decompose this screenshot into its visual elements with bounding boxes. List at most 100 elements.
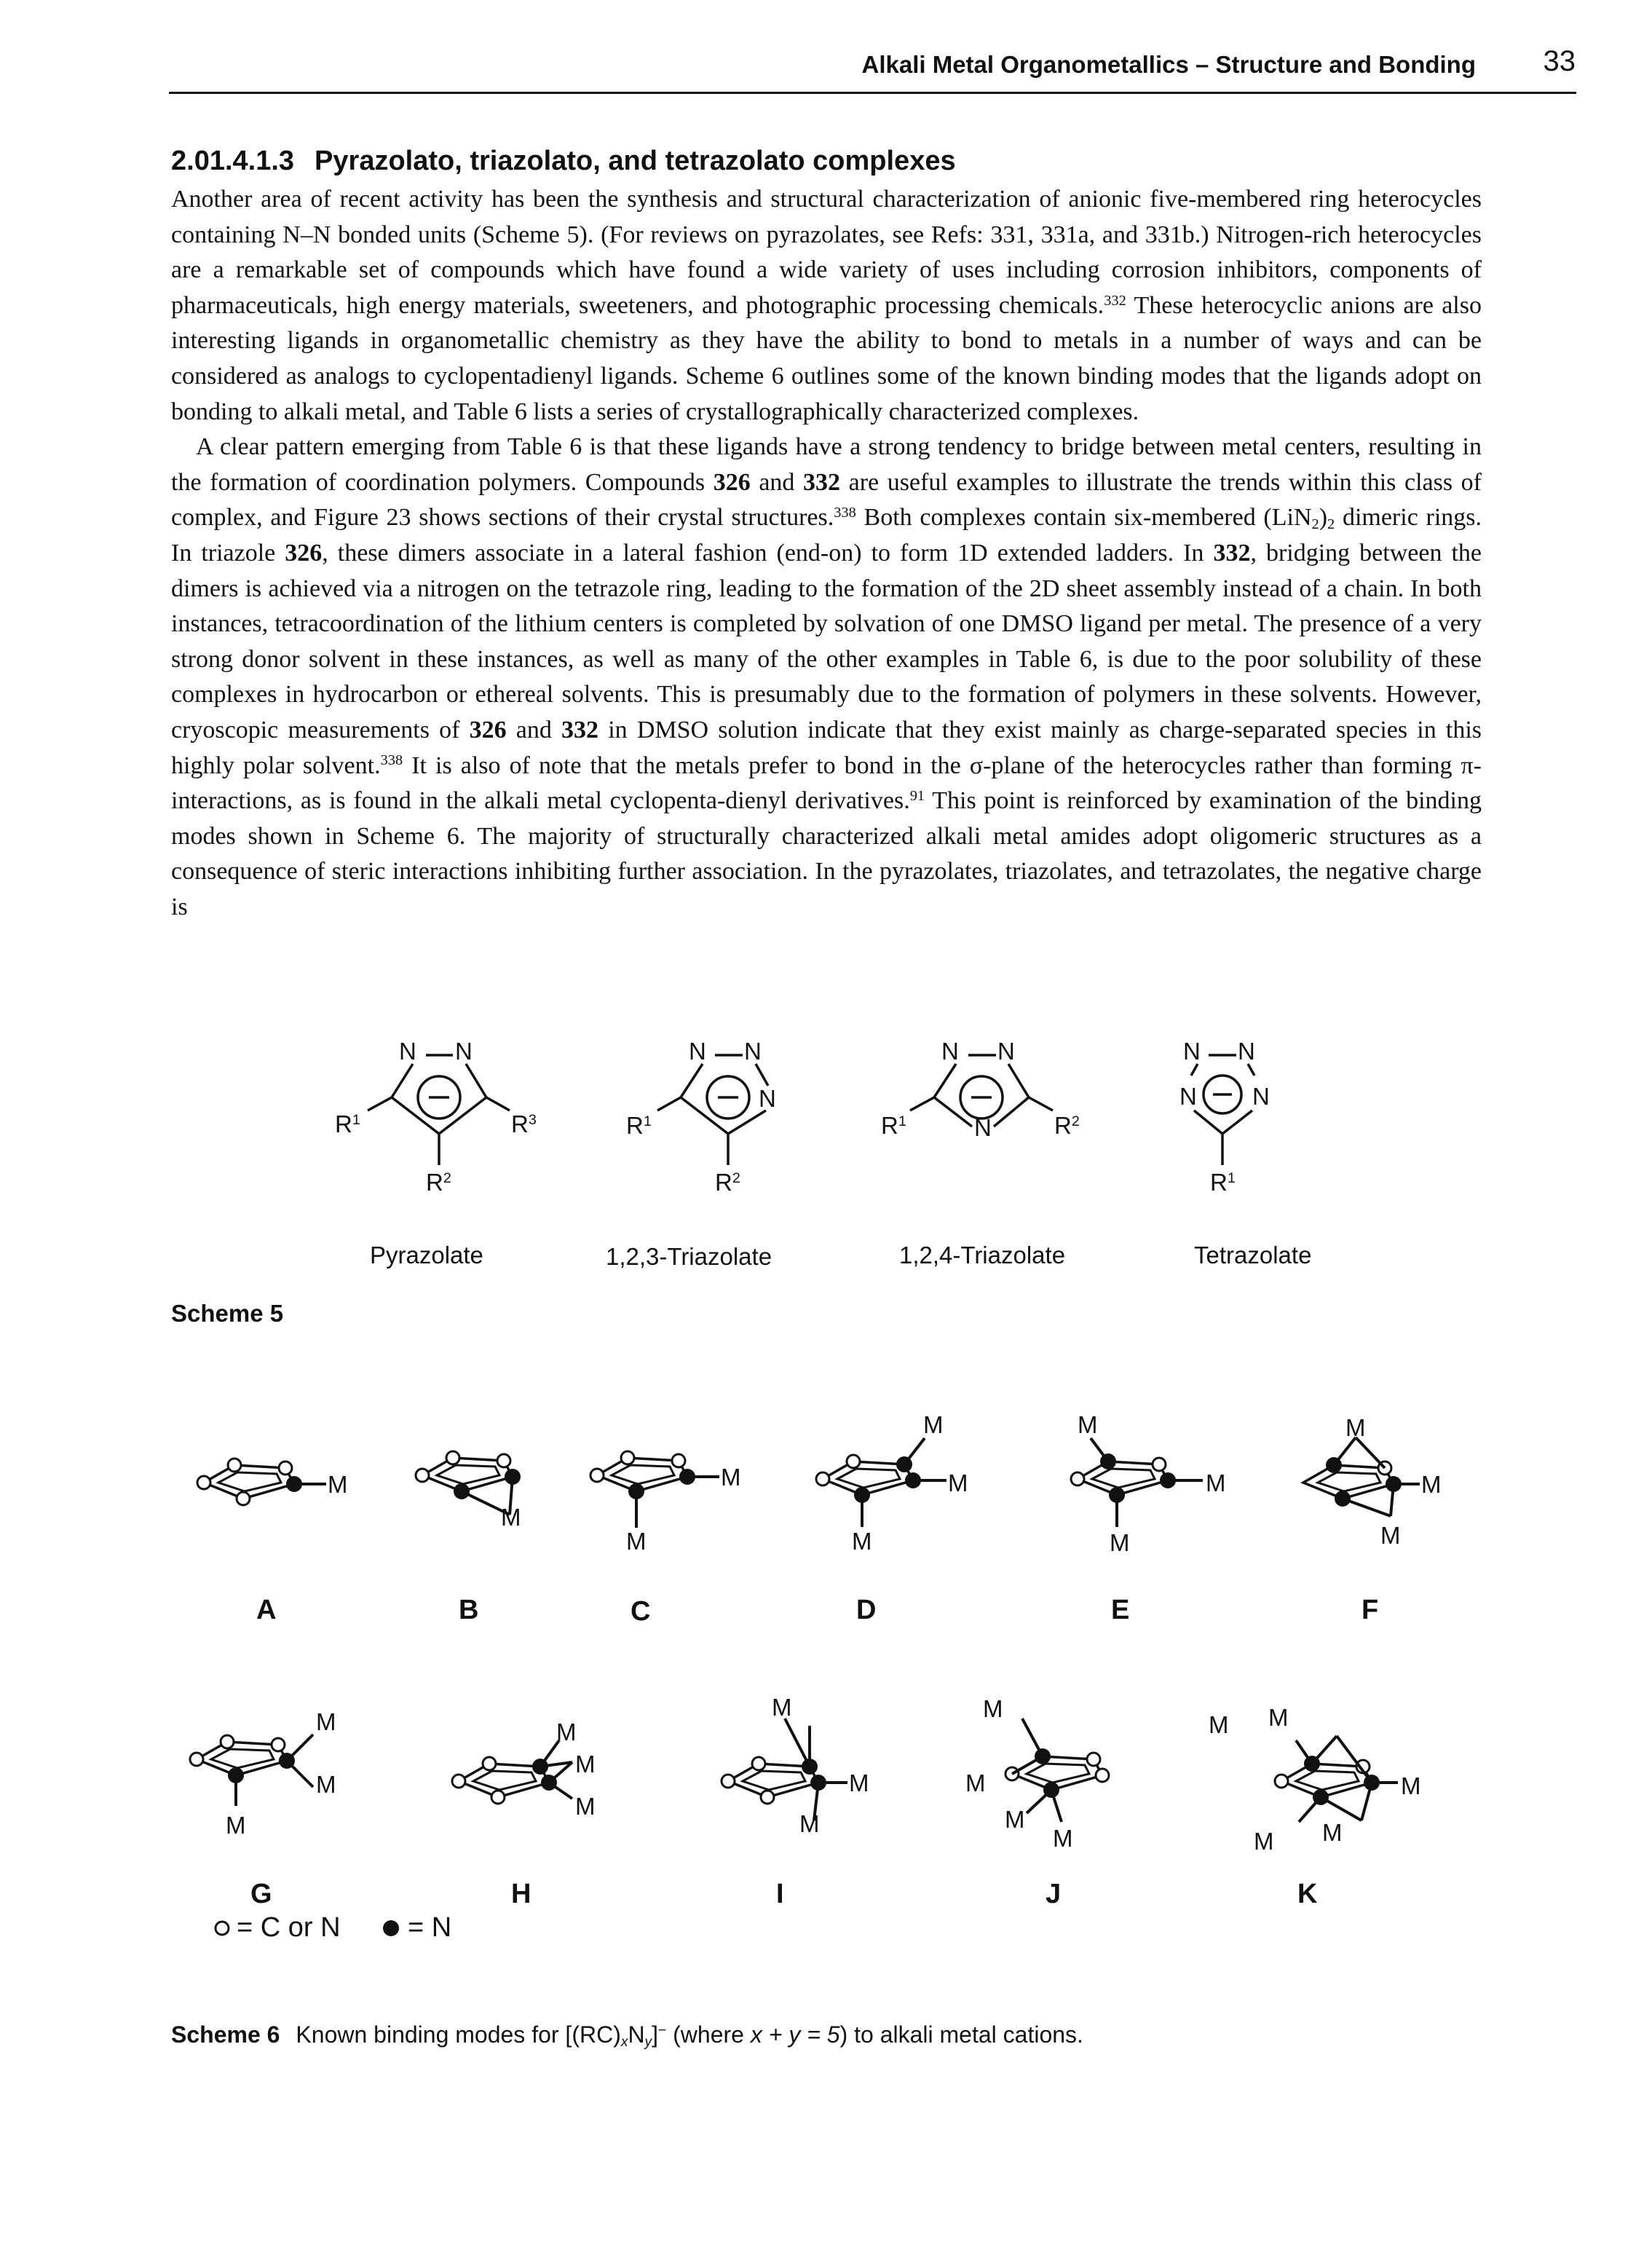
mode-label-k: K <box>1297 1879 1318 1909</box>
mode-j-structure <box>1004 1718 1110 1823</box>
mode-b-structure <box>414 1450 521 1516</box>
scheme-5-drawing <box>367 1054 1256 1165</box>
caption-text: Known binding modes for [(RC) <box>296 2021 621 2048</box>
metal-label: M <box>1078 1411 1098 1438</box>
compound-ref: 326 <box>285 539 323 567</box>
r-index: 1 <box>643 1113 652 1130</box>
metal-label: M <box>1053 1825 1073 1852</box>
mode-label-b: B <box>459 1595 479 1625</box>
r-index: 1 <box>352 1112 360 1129</box>
compound-ref: 332 <box>1213 539 1251 567</box>
compound-ref: 326 <box>469 716 507 743</box>
atom-label: N <box>997 1038 1015 1065</box>
r-index: 1 <box>898 1113 906 1130</box>
mode-label-c: C <box>631 1596 651 1627</box>
caption-text: (where <box>666 2021 751 2048</box>
subscript: 2 <box>1327 516 1335 533</box>
r-label: R <box>426 1169 443 1196</box>
mode-label-e: E <box>1111 1595 1130 1625</box>
metal-label: M <box>721 1464 741 1491</box>
header-rule <box>169 92 1576 94</box>
running-title: Alkali Metal Organometallics – Structure… <box>861 51 1477 78</box>
metal-label: M <box>1005 1806 1025 1833</box>
substituent-label: R2 <box>715 1169 740 1196</box>
scheme-6-drawing <box>189 1436 1420 1936</box>
mode-label-f: F <box>1361 1595 1379 1625</box>
compound-ref: 332 <box>561 716 599 743</box>
running-head: Alkali Metal Organometallics – Structure… <box>0 41 1652 99</box>
atom-label: N <box>759 1085 776 1112</box>
mode-f-structure <box>1302 1436 1420 1518</box>
substituent-label: R3 <box>511 1110 537 1138</box>
r-index: 2 <box>443 1170 451 1187</box>
pyrazolate-structure <box>367 1054 510 1165</box>
text-run: and <box>506 716 562 743</box>
structure-name: Pyrazolate <box>370 1242 483 1268</box>
text-run: These heterocyclic anions are also inter… <box>171 291 1482 425</box>
tetrazolate-structure <box>1190 1054 1256 1165</box>
metal-label: M <box>849 1769 869 1796</box>
metal-label: M <box>575 1793 596 1820</box>
text-run: A clear pattern emerging from Table 6 is… <box>171 433 1482 496</box>
caption-superscript: − <box>658 2023 667 2039</box>
mode-g-structure <box>189 1733 315 1806</box>
text-run: ) <box>1319 504 1328 532</box>
mode-label-g: G <box>250 1879 272 1909</box>
mode-d-structure <box>815 1437 946 1527</box>
mode-label-d: D <box>856 1595 877 1625</box>
atom-label: N <box>455 1038 473 1065</box>
metal-label: M <box>1401 1772 1421 1799</box>
mode-label-a: A <box>256 1595 277 1625</box>
atom-label: N <box>1179 1083 1197 1110</box>
r-label: R <box>1054 1112 1072 1139</box>
substituent-label: R1 <box>1210 1169 1236 1196</box>
atom-label: N <box>1238 1038 1255 1065</box>
mode-label-j: J <box>1046 1879 1062 1909</box>
substituent-label: R1 <box>626 1112 652 1140</box>
citation: 338 <box>834 505 856 521</box>
metal-label: M <box>316 1708 336 1735</box>
r-index: 2 <box>1071 1113 1080 1130</box>
metal-label: M <box>1209 1711 1229 1738</box>
mode-e-structure <box>1070 1437 1203 1527</box>
caption-subscript: y <box>644 2034 652 2050</box>
mode-label-i: I <box>776 1879 784 1909</box>
metal-label: M <box>1380 1522 1401 1549</box>
r-label: R <box>511 1110 529 1137</box>
substituent-label: R1 <box>335 1110 360 1138</box>
atom-label: N <box>689 1038 706 1065</box>
mode-k-structure <box>1273 1735 1398 1823</box>
substituent-label: R2 <box>1054 1112 1080 1140</box>
body-text: Another area of recent activity has been… <box>171 182 1482 925</box>
triazolate-123-structure <box>657 1054 770 1165</box>
text-run: , these dimers associate in a lateral fa… <box>322 539 1214 567</box>
metal-label: M <box>556 1719 577 1745</box>
metal-label: M <box>626 1528 647 1555</box>
metal-label: M <box>328 1471 348 1498</box>
metal-label: M <box>1206 1469 1226 1496</box>
filled-circle-symbol <box>383 1920 399 1936</box>
metal-label: M <box>1110 1529 1130 1556</box>
metal-label: M <box>575 1751 596 1777</box>
atom-label: N <box>1183 1038 1201 1065</box>
text-run: It is also of note that the metals prefe… <box>171 751 1482 815</box>
r-label: R <box>626 1112 644 1139</box>
legend-open-text: = C or N <box>237 1912 341 1943</box>
scheme-6: M M M M M M M M M M M M M A B C D E F M … <box>0 1384 1652 2003</box>
metal-label: M <box>965 1769 986 1796</box>
substituent-label: R1 <box>881 1112 906 1140</box>
structure-name: Tetrazolate <box>1194 1242 1312 1268</box>
atom-label: N <box>941 1038 959 1065</box>
paragraph-1: Another area of recent activity has been… <box>171 182 1482 430</box>
legend-filled-text: = N <box>408 1912 452 1943</box>
caption-text: N <box>628 2021 645 2048</box>
caption-text: ) to alkali metal cations. <box>839 2021 1083 2048</box>
metal-label: M <box>501 1504 521 1531</box>
citation: 91 <box>909 787 925 804</box>
section-number: 2.01.4.1.3 <box>171 146 295 176</box>
atom-label: N <box>974 1114 992 1141</box>
metal-label: M <box>226 1812 246 1839</box>
atom-label: N <box>744 1038 762 1065</box>
metal-label: M <box>799 1810 820 1837</box>
